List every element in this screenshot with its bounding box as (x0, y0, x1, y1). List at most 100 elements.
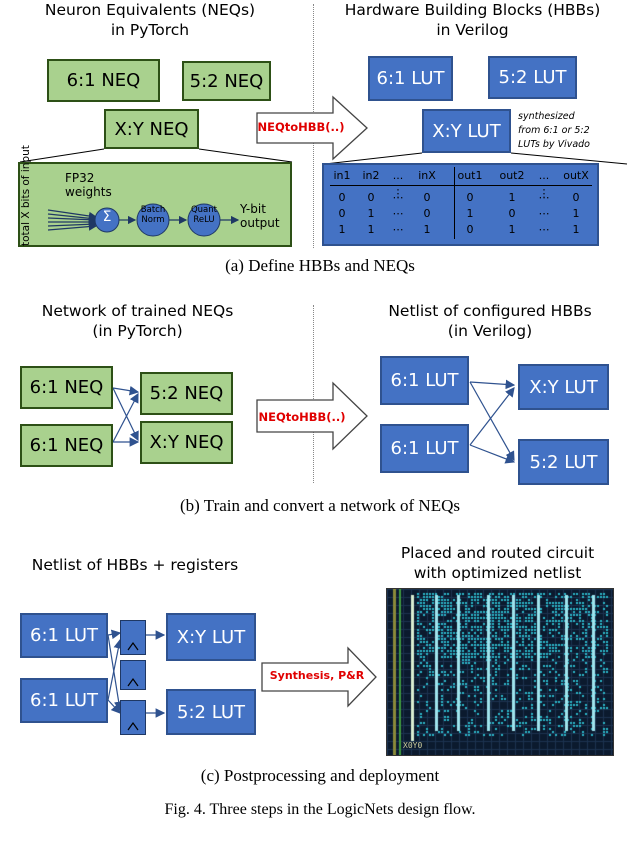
table-cell: 0 (508, 207, 516, 220)
table-header-cell: ... (538, 169, 550, 182)
panel-b-connections (112, 379, 516, 464)
table-cell: ⋯ (392, 223, 404, 236)
label-line: weights (65, 185, 112, 199)
synthesis-arrow (261, 646, 377, 708)
neq-xy-box: X:Y NEQ (140, 421, 233, 464)
neq-61-bottom-box: 6:1 NEQ (20, 424, 113, 467)
register-2 (120, 660, 146, 690)
table-cell: 1 (508, 191, 516, 204)
panel-b-divider (313, 305, 314, 483)
figure-caption: Fig. 4. Three steps in the LogicNets des… (164, 801, 476, 818)
panel-c-caption: (c) Postprocessing and deployment (200, 766, 440, 785)
table-cell: 0 (367, 191, 375, 204)
table-vdots: ⋮ (392, 187, 404, 200)
panel-c-connections (107, 629, 166, 718)
fpga-canvas (387, 589, 613, 755)
table-cell: 1 (466, 207, 474, 220)
table-cell: 0 (423, 207, 431, 220)
batchnorm-label: Batch Norm (137, 205, 169, 225)
table-header-cell: in2 (362, 169, 380, 182)
table-cell: 0 (423, 191, 431, 204)
lut-detail-connectors (324, 152, 628, 165)
neqtohbb-arrow-a (256, 95, 368, 161)
table-header-rule (330, 185, 592, 186)
lut-61-bottom-box: 6:1 LUT (20, 678, 108, 723)
title-line: Network of trained NEQs (41, 302, 234, 320)
note-line: LUTs by Vivado (518, 139, 590, 150)
table-cell: ⋯ (538, 207, 550, 220)
table-cell: 1 (572, 207, 580, 220)
lut-xy-box: X:Y LUT (518, 364, 609, 410)
zoom-line-left (19, 148, 105, 163)
title-line: in PyTorch (110, 21, 190, 39)
neq-61-box: 6:1 NEQ (47, 59, 160, 102)
table-cell: 1 (367, 207, 375, 220)
panel-b-caption: (b) Train and convert a network of NEQs (180, 496, 460, 515)
table-cell: 0 (466, 191, 474, 204)
lut-xy-box: X:Y LUT (422, 109, 511, 153)
neq-61-top-box: 6:1 NEQ (20, 366, 113, 409)
table-cell: 1 (338, 223, 346, 236)
title-line: (in PyTorch) (92, 322, 183, 340)
quantrelu-label: Quant ReLU (188, 205, 220, 225)
table-header-cell: outX (563, 169, 589, 182)
title-line: Placed and routed circuit (400, 544, 595, 562)
lut-52-box: 5:2 LUT (488, 56, 577, 99)
label-line: FP32 (65, 171, 95, 185)
lut-61-top-box: 6:1 LUT (380, 356, 469, 405)
panel-c-left-title: Netlist of HBBs + registers (31, 556, 239, 574)
register-clock-marks (127, 641, 139, 731)
lut-61-top-box: 6:1 LUT (20, 613, 108, 658)
table-cell: 0 (338, 191, 346, 204)
zoom-line-right (198, 148, 293, 163)
synthesis-arrow-label: Synthesis, P&R (269, 669, 365, 682)
table-cell: 0 (338, 207, 346, 220)
table-cell: ⋯ (538, 191, 550, 204)
table-vdots: ⋮ (538, 187, 550, 200)
table-cell: 1 (423, 223, 431, 236)
panel-b-right-title: Netlist of configured HBBs (in Verilog) (340, 301, 640, 341)
panel-a-caption: (a) Define HBBs and NEQs (225, 256, 415, 275)
neq-52-box: 5:2 NEQ (140, 372, 233, 415)
table-cell: 1 (508, 223, 516, 236)
note-line: synthesized (518, 111, 575, 122)
detail-output-label: Y-bit output (240, 202, 280, 230)
table-header-cell: inX (418, 169, 436, 182)
label-line: Y-bit (240, 202, 266, 216)
lut-52-box: 5:2 LUT (166, 689, 256, 735)
title-line: Netlist of configured HBBs (388, 302, 592, 320)
fpga-layout-image: X0Y0 (386, 588, 614, 756)
neq-detail-connectors (19, 148, 293, 163)
fpga-region-label: X0Y0 (403, 741, 423, 750)
title-line: in Verilog (436, 21, 509, 39)
table-cell: ⋯ (392, 207, 404, 220)
table-cell: 0 (572, 191, 580, 204)
title-line: Hardware Building Blocks (HBBs) (344, 1, 601, 19)
lut-61-box: 6:1 LUT (368, 56, 453, 101)
table-header-cell: out2 (499, 169, 525, 182)
note-line: from 6:1 or 5:2 (518, 125, 590, 136)
panel-b-left-title: Network of trained NEQs (in PyTorch) (0, 301, 275, 341)
label-line: output (240, 216, 280, 230)
neq-xy-box: X:Y NEQ (104, 109, 199, 149)
register-1 (120, 620, 146, 655)
register-3 (120, 700, 146, 735)
label-line: ReLU (193, 215, 215, 225)
table-cell: 1 (572, 223, 580, 236)
panel-c-right-title: Placed and routed circuit with optimized… (380, 543, 615, 583)
table-cell: 0 (466, 223, 474, 236)
sum-node (94, 207, 120, 233)
neq-detail-diagram (47, 203, 240, 237)
panel-a-left-title: Neuron Equivalents (NEQs) in PyTorch (0, 0, 300, 40)
synth-note: synthesized from 6:1 or 5:2 LUTs by Viva… (518, 110, 590, 152)
arrow-b-label: NEQtoHBB(..) (258, 410, 346, 424)
arrow-a-label: NEQtoHBB(..) (257, 120, 345, 134)
table-header-cell: in1 (333, 169, 351, 182)
title-line: with optimized netlist (413, 564, 582, 582)
neqtohbb-arrow-b (256, 381, 368, 451)
truth-table-panel (322, 163, 599, 246)
label-line: Batch (140, 205, 166, 215)
zoom-line-left (324, 152, 423, 165)
detail-fp32-label: FP32 weights (65, 171, 112, 199)
